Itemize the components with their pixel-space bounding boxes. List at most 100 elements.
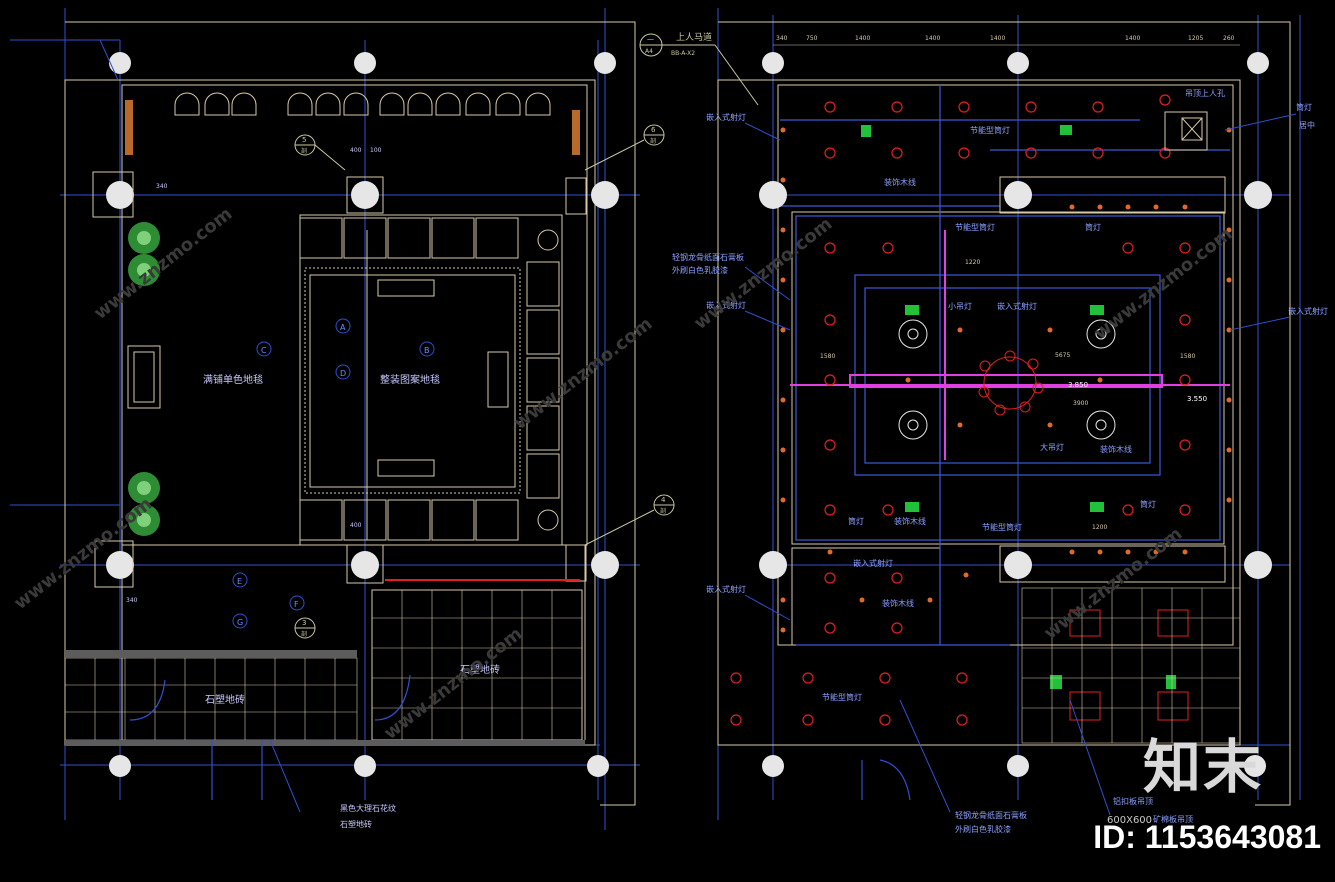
exit-signs — [861, 125, 1176, 689]
svg-text:www.znzmo.com: www.znzmo.com — [1090, 223, 1236, 344]
svg-text:260: 260 — [1223, 35, 1235, 42]
svg-text:3.850: 3.850 — [1068, 381, 1088, 389]
vents — [1069, 609, 1189, 721]
floor-labels: 满铺单色地毯 整装图案地毯 石塑地砖 石塑地砖 黑色大理石花纹 石塑地砖 340… — [126, 147, 500, 829]
label-recessed-lower: 嵌入式射灯 — [853, 558, 893, 568]
svg-text:剖: 剖 — [660, 507, 666, 515]
svg-text:750: 750 — [806, 35, 818, 42]
label-grid-note-3: 矿棉板吊顶 — [1153, 814, 1193, 824]
tile-grid-right — [372, 590, 582, 740]
svg-text:340: 340 — [776, 35, 788, 42]
label-carpet-pattern: 整装图案地毯 — [380, 373, 440, 386]
side-console — [127, 345, 161, 409]
marble-strip — [65, 650, 357, 658]
ceiling-tile-grid — [1021, 587, 1241, 744]
view-marker-f: F — [289, 595, 305, 611]
ceiling-walls — [717, 21, 1291, 806]
svg-text:G: G — [237, 618, 243, 627]
svg-text:3900: 3900 — [1073, 400, 1088, 407]
svg-text:D: D — [340, 369, 346, 378]
section-callouts: 5 剖 6 剖 3 剖 4 剖 — [294, 124, 675, 639]
svg-text:1205: 1205 — [1188, 35, 1203, 42]
svg-text:www.znzmo.com: www.znzmo.com — [90, 203, 236, 324]
svg-text:上人马道: 上人马道 — [676, 31, 712, 43]
label-downlight-3: 筒灯 — [848, 516, 864, 526]
svg-text:1400: 1400 — [925, 35, 940, 42]
view-marker-g: G — [232, 613, 248, 629]
ceiling-columns — [759, 52, 1272, 777]
site-watermarks: www.znzmo.com www.znzmo.com www.znzmo.co… — [10, 203, 1236, 744]
view-marker-c: C — [256, 341, 272, 357]
section-callout-6: 6 剖 — [584, 124, 665, 171]
label-spot-3: 节能型筒灯 — [982, 522, 1022, 532]
label-big-chandelier: 大吊灯 — [1040, 442, 1064, 452]
view-marker-d: D — [335, 364, 351, 380]
label-spot-bottom: 节能型筒灯 — [822, 692, 862, 702]
label-recessed-3: 嵌入式射灯 — [997, 301, 1037, 311]
label-recessed-left-lower: 嵌入式射灯 — [706, 584, 746, 594]
label-small-chandelier: 小吊灯 — [948, 301, 972, 311]
svg-text:1400: 1400 — [990, 35, 1005, 42]
svg-text:剖: 剖 — [301, 147, 307, 155]
svg-text:6: 6 — [651, 126, 656, 134]
section-callout-4: 4 剖 — [584, 494, 675, 546]
svg-text:1200: 1200 — [1092, 524, 1107, 531]
svg-text:A4: A4 — [645, 48, 653, 55]
floor-doors — [129, 674, 411, 800]
label-spot: 节能型筒灯 — [970, 125, 1010, 135]
wall-panels — [125, 100, 580, 155]
floor-walls — [64, 21, 636, 806]
svg-text:3.550: 3.550 — [1187, 395, 1207, 403]
dim-400-b: 400 — [350, 522, 362, 529]
svg-text:1220: 1220 — [965, 259, 980, 266]
label-decor-line-3: 装饰木线 — [894, 516, 926, 526]
svg-text:www.znzmo.com: www.znzmo.com — [1040, 523, 1186, 644]
svg-text:www.znzmo.com: www.znzmo.com — [10, 493, 156, 614]
svg-text:5675: 5675 — [1055, 352, 1070, 359]
label-bottom-note-2: 外刷白色乳胶漆 — [955, 824, 1011, 834]
spotlights — [780, 127, 1232, 633]
sofa-row-top — [174, 92, 551, 116]
chandelier-main — [978, 350, 1044, 416]
label-recessed-right: 嵌入式射灯 — [1288, 306, 1328, 316]
label-grid-note: 600X600 — [1107, 815, 1152, 826]
downlights — [730, 94, 1191, 726]
label-access: 吊顶上人孔 — [1185, 89, 1225, 98]
ceiling-top-callout: 一 A4 上人马道 BB-A-X2 — [639, 31, 759, 106]
access-hatch — [1164, 111, 1208, 151]
label-recessed-2: 嵌入式射灯 — [706, 300, 746, 310]
svg-text:一: 一 — [647, 36, 654, 44]
view-marker-a: A — [335, 318, 351, 334]
small-chandeliers — [898, 319, 1116, 440]
svg-text:B: B — [424, 346, 430, 355]
label-metal-edge-1: 轻钢龙骨纸面石膏板 — [672, 252, 744, 262]
label-downlight-1: 筒灯 — [1296, 102, 1312, 112]
brand-watermark-logo: 知末 — [1142, 733, 1263, 801]
image-id-label: ID: 1153643081 — [1093, 819, 1321, 855]
label-grid-note-2: 铝扣板吊顶 — [1113, 796, 1153, 806]
ceiling-labels: 吊顶上人孔 筒灯 居中 嵌入式射灯 节能型筒灯 装饰木线 筒灯 节能型筒灯 轻钢… — [672, 89, 1328, 834]
label-tile-right: 石塑地砖 — [460, 663, 500, 676]
ceiling-column-frames — [999, 176, 1226, 583]
label-center: 居中 — [1299, 120, 1315, 130]
label-carpet-plain: 满铺单色地毯 — [203, 373, 263, 386]
svg-text:剖: 剖 — [301, 630, 307, 638]
svg-text:3: 3 — [302, 619, 306, 627]
label-marble-note-2: 石塑地砖 — [340, 819, 372, 829]
svg-text:1400: 1400 — [1125, 35, 1140, 42]
ceiling-cross — [790, 230, 1230, 460]
floor-plan — [10, 8, 640, 830]
floor-columns — [106, 52, 619, 777]
svg-text:1580: 1580 — [1180, 353, 1195, 360]
label-marble-note-1: 黑色大理石花纹 — [340, 803, 396, 813]
svg-text:1580: 1580 — [820, 353, 835, 360]
label-decor-line-2: 装饰木线 — [1100, 444, 1132, 454]
view-marker-b: B — [419, 341, 435, 357]
ceiling-plan — [717, 8, 1301, 820]
svg-text:BB-A-X2: BB-A-X2 — [671, 50, 695, 57]
label-metal-edge-2: 外刷白色乳胶漆 — [672, 265, 728, 275]
svg-text:E: E — [237, 577, 242, 586]
section-callout-5: 5 剖 — [294, 134, 346, 171]
